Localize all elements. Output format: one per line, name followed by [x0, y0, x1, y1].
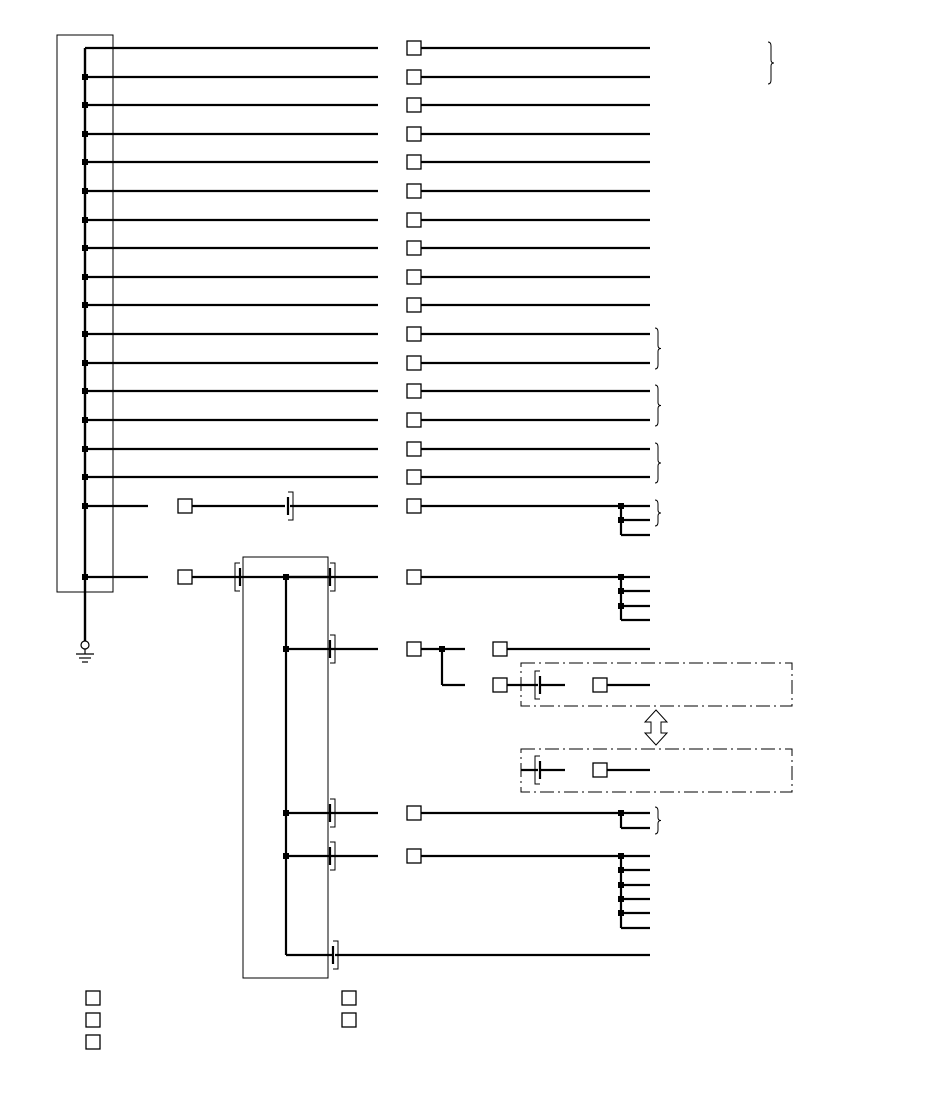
terminal-box: [492, 641, 508, 657]
brace-icon: [654, 442, 662, 484]
terminal-box: [592, 677, 608, 693]
terminal-box: [406, 297, 422, 313]
brace-icon: [654, 327, 662, 370]
terminal-box: [177, 569, 193, 585]
splice-icon: [283, 853, 289, 859]
terminal-box: [492, 677, 508, 693]
splice-icon: [82, 388, 88, 394]
terminal-box: [406, 498, 422, 514]
terminal-box: [406, 154, 422, 170]
ground-icon: [80, 640, 90, 650]
terminal-box: [406, 412, 422, 428]
legend-box: [341, 990, 357, 1006]
terminal-box: [406, 355, 422, 371]
brace-icon: [654, 806, 662, 835]
legend-box: [341, 1012, 357, 1028]
splice-icon: [82, 188, 88, 194]
splice-icon: [82, 74, 88, 80]
splice-icon: [82, 245, 88, 251]
splice-icon: [82, 360, 88, 366]
splice-icon: [283, 646, 289, 652]
terminal-box: [406, 240, 422, 256]
connector-icon: [234, 562, 240, 592]
brace-icon: [767, 41, 775, 85]
legend-box: [85, 1034, 101, 1050]
brace-icon: [654, 384, 662, 427]
terminal-box: [406, 269, 422, 285]
splice-icon: [82, 302, 88, 308]
terminal-box: [406, 469, 422, 485]
terminal-box: [406, 441, 422, 457]
terminal-box: [406, 805, 422, 821]
terminal-box: [406, 326, 422, 342]
terminal-box: [406, 69, 422, 85]
terminal-box: [177, 498, 193, 514]
splice-icon: [82, 417, 88, 423]
terminal-box: [592, 762, 608, 778]
splice-icon: [82, 217, 88, 223]
terminal-box: [406, 40, 422, 56]
terminal-box: [406, 641, 422, 657]
splice-icon: [618, 574, 624, 580]
splice-icon: [618, 503, 624, 509]
splice-icon: [82, 102, 88, 108]
connector-icon: [534, 670, 540, 700]
terminal-box: [406, 569, 422, 585]
terminal-box: [406, 212, 422, 228]
splice-icon: [82, 446, 88, 452]
splice-icon: [283, 810, 289, 816]
splice-icon: [82, 159, 88, 165]
terminal-box: [406, 848, 422, 864]
splice-icon: [618, 853, 624, 859]
legend-box: [85, 990, 101, 1006]
optional-circuit-outline: [520, 662, 793, 707]
double-arrow-icon: [643, 709, 669, 746]
terminal-box: [406, 183, 422, 199]
junction-block-outline: [242, 556, 329, 979]
brace-icon: [654, 499, 662, 527]
splice-icon: [82, 331, 88, 337]
splice-icon: [618, 810, 624, 816]
terminal-box: [406, 97, 422, 113]
terminal-box: [406, 383, 422, 399]
splice-icon: [82, 274, 88, 280]
splice-icon: [82, 474, 88, 480]
terminal-box: [406, 126, 422, 142]
legend-box: [85, 1012, 101, 1028]
connector-icon: [534, 755, 540, 785]
splice-icon: [82, 131, 88, 137]
